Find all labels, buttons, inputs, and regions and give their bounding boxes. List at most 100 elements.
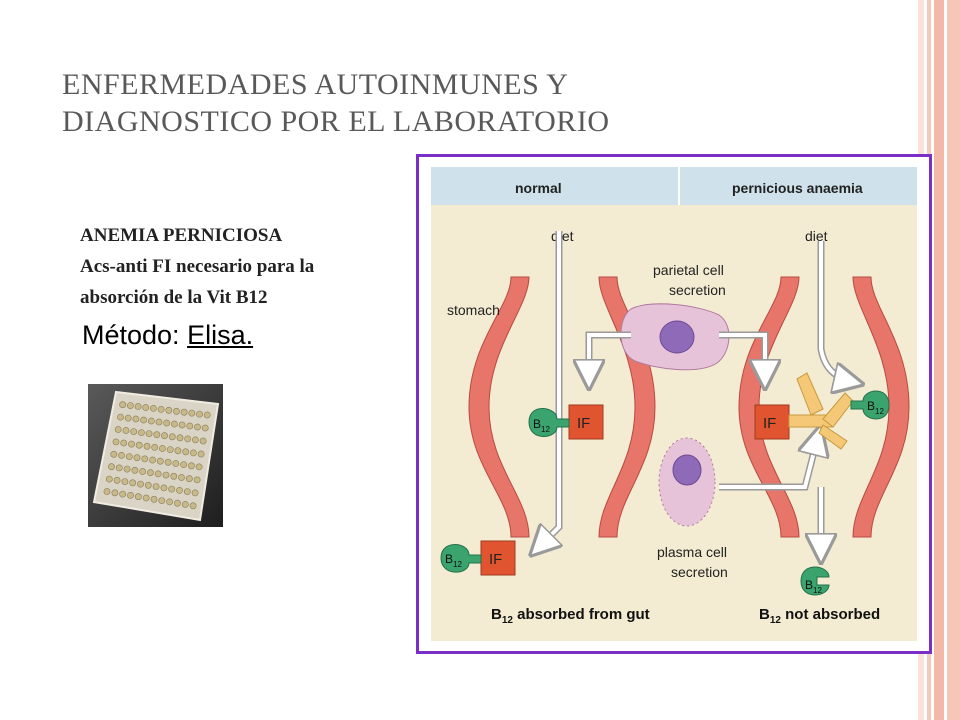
plate-well	[185, 475, 193, 483]
plate-well	[119, 490, 127, 498]
plate-well	[186, 422, 194, 430]
plate-well	[190, 449, 197, 457]
plate-well	[195, 463, 203, 471]
svg-text:IF: IF	[489, 551, 502, 568]
plate-well	[170, 472, 178, 480]
plate-well	[158, 497, 166, 504]
anti-if-antibody	[788, 372, 854, 450]
svg-text:IF: IF	[763, 415, 776, 432]
plate-well	[122, 427, 130, 434]
plate-well	[180, 461, 187, 468]
content-text: ANEMIA PERNICIOSA Acs-anti FI necesario …	[80, 220, 420, 313]
plate-well	[145, 430, 153, 437]
plate-well	[201, 424, 209, 432]
plate-well	[160, 484, 168, 492]
if-b12-complex-left: IF B 12	[528, 404, 604, 440]
plate-well	[173, 407, 180, 415]
plate-well	[127, 492, 134, 499]
plate-well	[193, 476, 201, 484]
plate-well	[153, 431, 161, 439]
b12-not-absorbed: B 12	[800, 566, 830, 596]
parietal-label-1: parietal cell	[653, 262, 724, 278]
plate-well	[135, 441, 143, 449]
if-b12-absorbed: IF B 12	[440, 540, 516, 576]
plate-well	[151, 444, 159, 451]
plate-well	[115, 464, 123, 472]
parietal-label-2: secretion	[669, 282, 726, 298]
b12-free-right: B 12	[850, 390, 890, 420]
svg-text:12: 12	[541, 425, 550, 434]
plasma-label-1: plasma cell	[657, 544, 727, 560]
plate-well	[161, 432, 168, 440]
plate-well	[164, 458, 172, 466]
svg-text:12: 12	[813, 586, 822, 595]
decor-stripe-3	[934, 0, 944, 720]
plate-well	[114, 426, 122, 433]
plate-well	[125, 453, 133, 460]
plate-well	[155, 418, 163, 426]
plate-well	[194, 423, 201, 431]
antibody-description-cont: absorción de la Vit B12	[80, 287, 268, 308]
plate-well	[152, 483, 160, 490]
plate-well	[182, 448, 190, 456]
stomach-label: stomach	[447, 302, 500, 318]
plate-well	[150, 495, 158, 503]
plate-well	[172, 460, 180, 467]
plate-well	[174, 447, 182, 455]
plate-well	[171, 420, 178, 428]
plate-well	[199, 437, 207, 445]
plate-well	[183, 488, 191, 495]
plate-well	[134, 493, 142, 501]
plate-well	[138, 429, 145, 436]
plate-well	[127, 402, 134, 409]
plate-well	[166, 446, 174, 453]
plate-well	[178, 421, 186, 429]
plate-well	[110, 450, 118, 458]
plate-well	[108, 463, 115, 471]
plate-well	[147, 417, 155, 425]
svg-text:12: 12	[875, 407, 884, 416]
plate-well	[163, 419, 171, 427]
caption-not-absorbed: B12 not absorbed	[759, 606, 880, 626]
plate-well	[139, 468, 146, 475]
svg-text:B: B	[445, 552, 453, 566]
plate-well	[132, 415, 140, 423]
mechanism-diagram: normal pernicious anaemia diet diet stom…	[431, 167, 917, 641]
plate-well	[118, 452, 125, 459]
plate-well	[147, 469, 154, 477]
pernicious-anemia-figure: normal pernicious anaemia diet diet stom…	[416, 154, 932, 654]
plate-well	[119, 401, 127, 409]
plate-well	[192, 436, 199, 444]
plate-well	[141, 455, 149, 463]
plasma-cell	[658, 437, 716, 527]
plate-well	[159, 445, 166, 452]
plate-well	[128, 440, 135, 448]
svg-text:B: B	[533, 417, 541, 431]
elisa-plate-photo	[88, 384, 223, 527]
plate-well	[162, 471, 170, 479]
svg-text:B12 not absorbed: B12 not absorbed	[759, 606, 880, 626]
plate-well	[123, 465, 131, 473]
plate-well	[124, 414, 132, 422]
stomach-wall-right	[738, 276, 910, 538]
header-pernicious: pernicious anaemia	[732, 180, 863, 196]
plate-well	[142, 494, 150, 502]
slide-title: ENFERMEDADES AUTOINMUNES Y DIAGNOSTICO P…	[62, 66, 902, 140]
plate-well	[137, 480, 144, 488]
svg-text:12: 12	[453, 560, 462, 569]
plasma-label-2: secretion	[671, 564, 728, 580]
plate-well	[197, 450, 205, 458]
disease-name: ANEMIA PERNICIOSA	[80, 225, 283, 246]
antibody-description: Acs-anti FI necesario para la	[80, 256, 315, 277]
caption-absorbed: B12 absorbed from gut	[491, 606, 650, 626]
plate-well	[180, 408, 188, 416]
svg-text:IF: IF	[577, 415, 590, 432]
svg-text:B: B	[867, 399, 875, 413]
plate-well	[117, 413, 124, 421]
plate-well	[174, 499, 181, 507]
method-label: Método:	[82, 320, 188, 350]
plate-well	[188, 409, 196, 417]
svg-text:B: B	[805, 578, 813, 592]
plate-well	[188, 462, 195, 470]
plate-well	[203, 411, 211, 419]
